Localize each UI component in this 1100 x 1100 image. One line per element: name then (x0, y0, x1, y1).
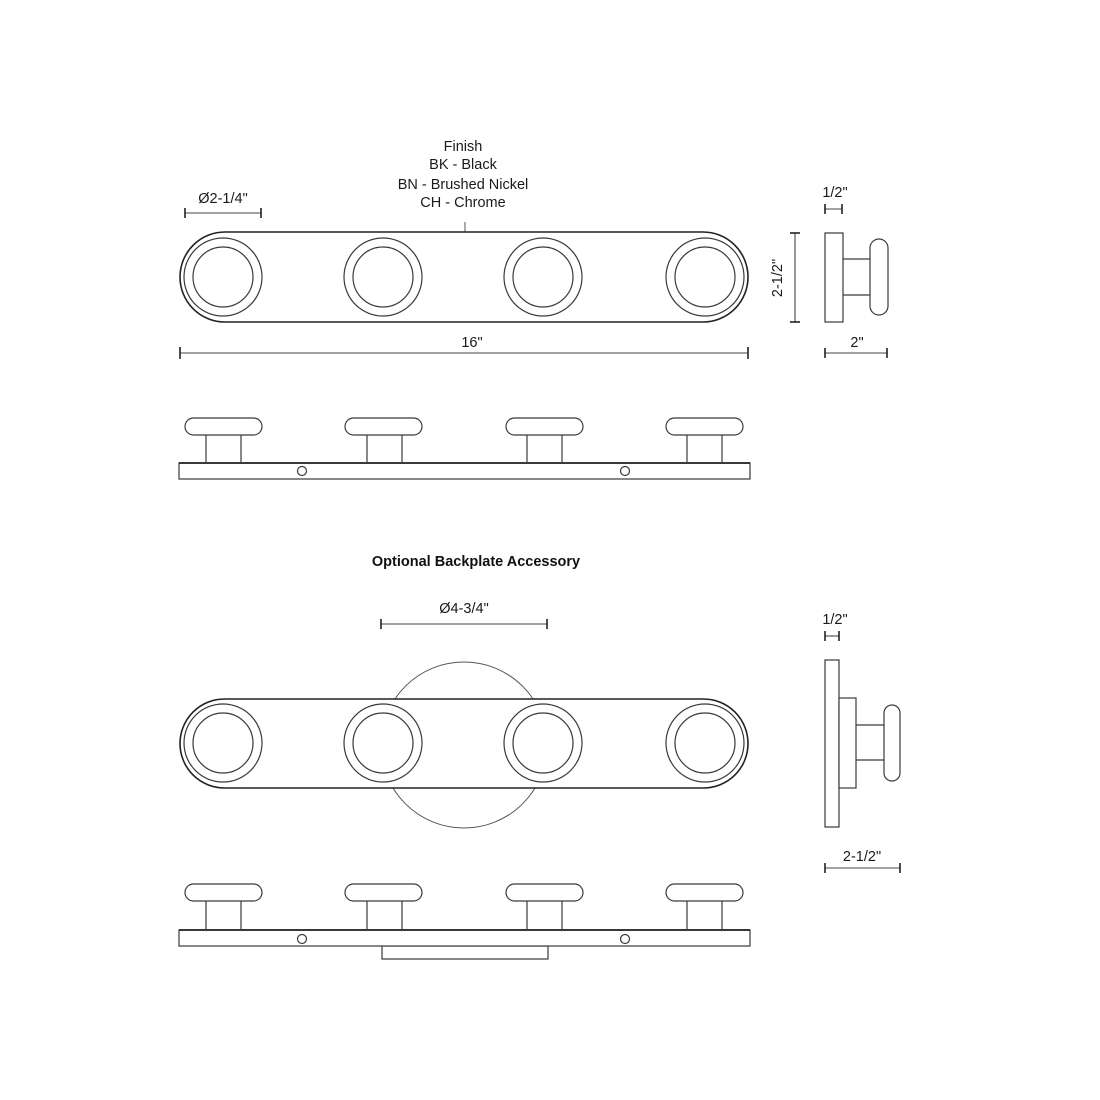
overall-length-dimension: 16" (179, 335, 749, 359)
side-thickness-label: 1/2" (822, 185, 847, 201)
hook-1 (183, 237, 263, 317)
hook-top-b-3 (505, 883, 584, 930)
hook-b-3 (503, 703, 583, 783)
rail-top-view (178, 417, 751, 480)
rail-front-view (179, 231, 749, 323)
hook-top-b-2 (344, 883, 423, 930)
backplate-top (381, 945, 549, 960)
side-rail (824, 232, 844, 323)
side-knob (869, 238, 889, 316)
hook-b-4 (665, 703, 745, 783)
hook-4 (665, 237, 745, 317)
backplate-side-thickness-label: 1/2" (822, 612, 847, 628)
finish-callout: Finish BK - Black BN - Brushed Nickel CH… (398, 139, 529, 263)
rail-body-2 (179, 698, 749, 789)
backplate-side (824, 659, 840, 828)
side-projection-label: 2" (850, 335, 863, 351)
side-height-label: 2-1/2" (770, 259, 786, 297)
hook-top-4 (665, 417, 744, 463)
rail-top-base-2 (178, 929, 751, 947)
side-view-top: 1/2" 2-1/2" 2" (770, 185, 889, 358)
finish-heading: Finish (444, 139, 483, 155)
hook-diameter-dimension: Ø2-1/4" (184, 191, 262, 218)
hook-top-1 (184, 417, 263, 463)
rail-body (179, 231, 749, 323)
finish-option-bk: BK - Black (429, 157, 497, 173)
overall-length-label: 16" (461, 335, 482, 351)
hook-b-1 (183, 703, 263, 783)
hook-top-2 (344, 417, 423, 463)
backplate-diameter-dimension: Ø4-3/4" (380, 601, 548, 629)
rail-front-view-with-backplate (179, 661, 749, 829)
backplate-side-projection-label: 2-1/2" (843, 849, 881, 865)
hook-b-2 (343, 703, 423, 783)
mounting-hole-1 (296, 465, 308, 477)
side-view-backplate: 1/2" 2-1/2" (822, 612, 901, 873)
hook-diameter-label: Ø2-1/4" (198, 191, 247, 207)
accessory-title: Optional Backplate Accessory (372, 554, 580, 570)
side-knob-2 (883, 704, 901, 782)
hook-top-b-1 (184, 883, 263, 930)
mounting-hole-b-1 (296, 933, 308, 945)
mounting-hole-2 (619, 465, 631, 477)
hook-top-3 (505, 417, 584, 463)
hook-3 (503, 237, 583, 317)
hook-top-b-4 (665, 883, 744, 930)
backplate-diameter-label: Ø4-3/4" (439, 601, 488, 617)
rail-side-2 (838, 697, 857, 789)
rail-top-view-with-backplate (178, 883, 751, 960)
rail-top-base (178, 462, 751, 480)
finish-option-bn: BN - Brushed Nickel (398, 177, 529, 193)
mounting-hole-b-2 (619, 933, 631, 945)
hook-2 (343, 237, 423, 317)
finish-option-ch: CH - Chrome (420, 195, 505, 211)
